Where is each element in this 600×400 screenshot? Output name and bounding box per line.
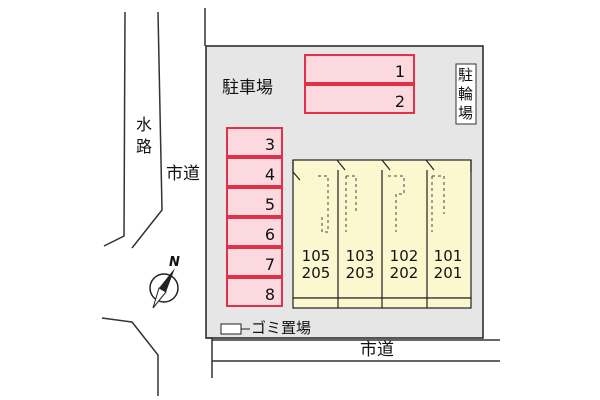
parking-number: 1	[394, 62, 405, 81]
parking-number: 4	[264, 165, 275, 184]
waterway-lower-left	[101, 317, 159, 396]
city-road-side-label: 市道	[166, 164, 200, 184]
garbage-box-icon	[220, 323, 242, 335]
parking-number: 5	[264, 195, 275, 214]
parking-space: 7	[226, 247, 283, 277]
city-road-bottom-label: 市道	[360, 340, 394, 360]
parking-space: 8	[226, 277, 283, 307]
parking-space: 1	[304, 54, 415, 84]
bicycle-parking-label: 駐 輪 場	[458, 66, 474, 122]
waterway-right-bank	[131, 11, 163, 249]
parking-number: 6	[264, 225, 275, 244]
apartment-building	[292, 159, 472, 309]
parking-space: 3	[226, 127, 283, 157]
unit-label: 103 203	[345, 247, 375, 282]
waterway-left-bank	[103, 11, 126, 247]
parking-space: 2	[304, 84, 415, 114]
parking-number: 7	[264, 255, 275, 274]
parking-number: 3	[264, 135, 275, 154]
unit-label: 102 202	[389, 247, 419, 282]
compass-icon	[149, 268, 179, 309]
garbage-area-label: ゴミ置場	[251, 319, 312, 337]
parking-space: 4	[226, 157, 283, 187]
bicycle-parking-box	[455, 63, 477, 125]
parking-number: 8	[264, 285, 275, 304]
unit-label: 105 205	[301, 247, 331, 282]
parking-space: 6	[226, 217, 283, 247]
north-label: N	[169, 255, 180, 270]
parking-number: 2	[394, 92, 405, 111]
parking-space: 5	[226, 187, 283, 217]
car-parking-label: 駐車場	[222, 78, 273, 98]
unit-label: 101 201	[433, 247, 463, 282]
waterway-label: 水 路	[136, 115, 153, 156]
city-road-bottom-edge	[212, 339, 500, 362]
city-road-side-edge	[204, 8, 213, 378]
